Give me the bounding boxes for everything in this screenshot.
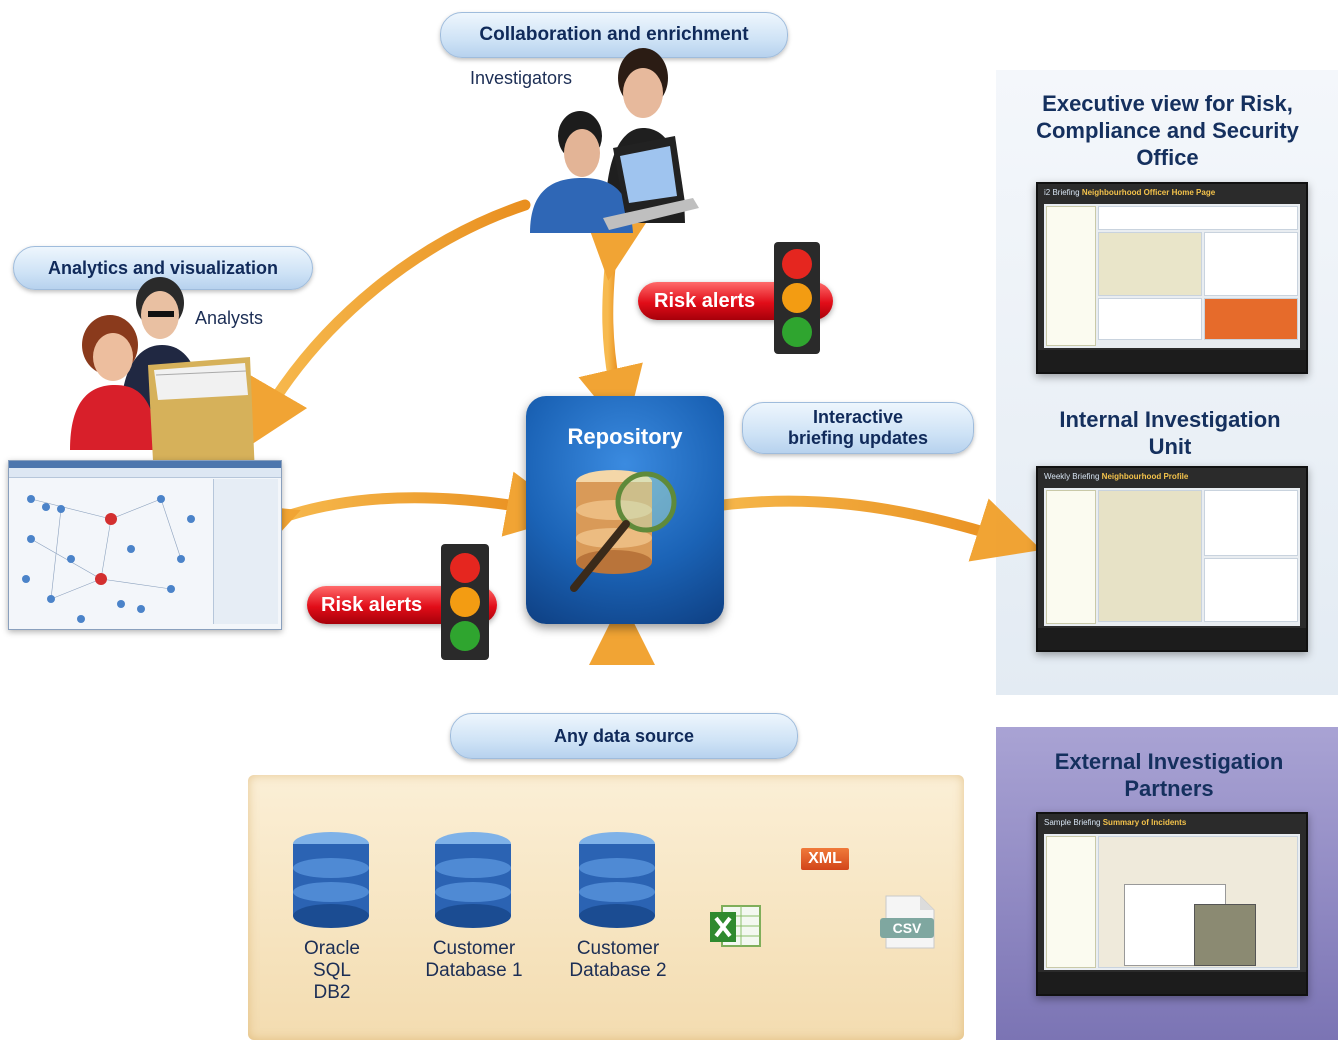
- screen-title: Neighbourhood Officer Home Page: [1081, 188, 1216, 197]
- link-chart: [22, 495, 195, 623]
- csv-label: CSV: [892, 920, 922, 936]
- ds-line: Oracle: [304, 938, 360, 959]
- analyst-notebook-screenshot: [8, 460, 282, 630]
- executive-view-title: Executive view for Risk, Compliance and …: [1036, 91, 1299, 170]
- ds-line: Database 2: [569, 960, 667, 981]
- ds-line: Customer: [576, 938, 660, 959]
- datasource-label-customer-db1: Customer Database 1: [413, 938, 535, 982]
- executive-briefing-screenshot: i2 Briefing Neighbourhood Officer Home P…: [1036, 182, 1308, 374]
- pill-briefing: Interactive briefing updates: [742, 402, 974, 454]
- pill-data-source: Any data source: [450, 713, 798, 759]
- analysts-people-icon: [70, 277, 255, 480]
- csv-icon: [880, 895, 935, 949]
- investigators-people-icon: [530, 48, 699, 233]
- external-partners-title: External Investigation Partners: [1054, 749, 1284, 801]
- datasource-label-customer-db2: Customer Database 2: [557, 938, 679, 982]
- pill-briefing-text: Interactive briefing updates: [787, 407, 928, 448]
- database-icon-2: [435, 832, 511, 928]
- ds-line: SQL: [312, 960, 352, 981]
- screen-prefix: Sample Briefing: [1044, 818, 1101, 827]
- traffic-light-icon-top: [774, 242, 820, 354]
- magnifier-database-icon: [570, 470, 677, 592]
- ds-line: DB2: [313, 982, 351, 1003]
- excel-icon: [710, 905, 761, 947]
- external-briefing-screenshot: Sample Briefing Summary of Incidents: [1036, 812, 1308, 996]
- arrow-investigators-repository: [578, 211, 649, 435]
- screen-title: Summary of Incidents: [1102, 818, 1187, 827]
- datasource-label-oracle: Oracle SQL DB2: [282, 938, 382, 1004]
- pill-collaboration: Collaboration and enrichment: [440, 12, 788, 58]
- ds-line: Database 1: [425, 960, 523, 981]
- ds-line: Customer: [432, 938, 516, 959]
- database-icon-3: [579, 832, 655, 928]
- screen-title: Neighbourhood Profile: [1101, 472, 1189, 481]
- traffic-light-icon-bottom: [441, 544, 489, 660]
- database-icon-1: [293, 832, 369, 928]
- arrow-repository-to-panels: [684, 495, 1042, 562]
- screen-prefix: Weekly Briefing: [1044, 472, 1100, 481]
- xml-icon: XML: [801, 848, 849, 870]
- repository-box: Repository: [526, 396, 724, 624]
- analysts-label: Analysts: [195, 308, 264, 328]
- investigators-label: Investigators: [470, 68, 573, 88]
- repository-label: Repository: [567, 424, 683, 449]
- arrow-analytics-repository: [227, 471, 573, 565]
- screen-prefix: i2 Briefing: [1044, 188, 1080, 197]
- arrow-investigators-to-analytics: [245, 199, 531, 449]
- internal-investigation-title: Internal Investigation Unit: [1059, 407, 1281, 459]
- internal-briefing-screenshot: Weekly Briefing Neighbourhood Profile: [1036, 466, 1308, 652]
